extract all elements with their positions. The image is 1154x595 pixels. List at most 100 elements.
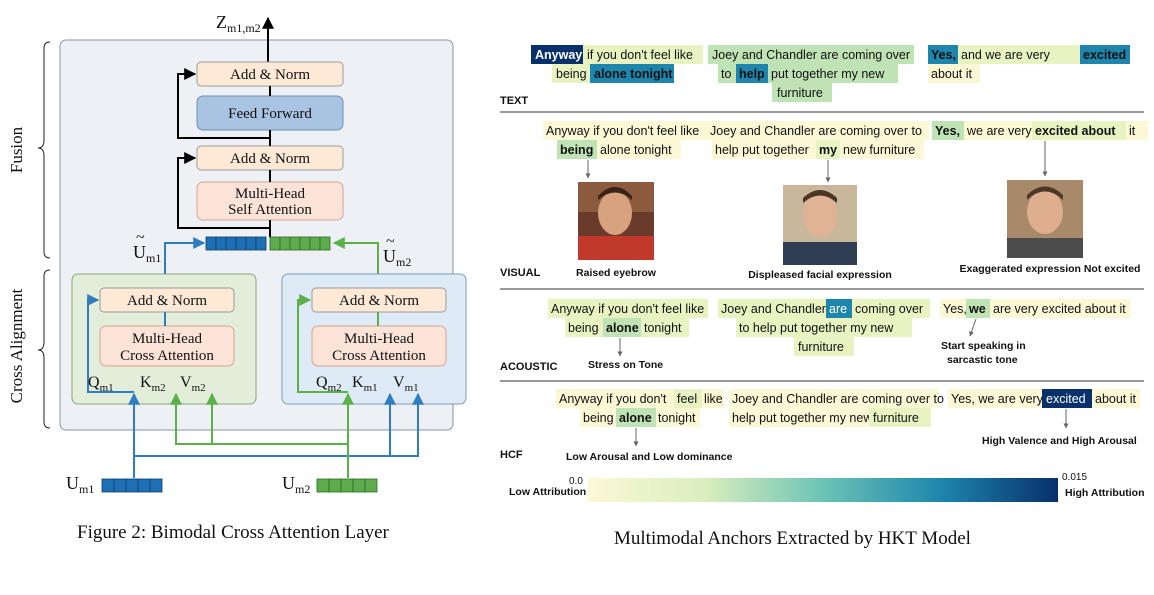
svg-text:are very excited about it: are very excited about it: [993, 302, 1126, 316]
svg-text:are: are: [829, 302, 847, 316]
right-to-concat-arrow: [332, 237, 379, 288]
svg-text:we: we: [968, 302, 986, 316]
svg-text:alone tonight: alone tonight: [600, 143, 672, 157]
svg-text:Anyway if you don't feel like: Anyway if you don't feel like: [546, 124, 699, 138]
concat-green-tokens: [269, 236, 331, 251]
left-residual: [87, 294, 134, 393]
svg-text:Anyway if you don't: Anyway if you don't: [559, 392, 667, 406]
svg-text:like: like: [704, 392, 723, 406]
concat-blue-tokens: [205, 236, 267, 251]
svg-text:help put together: help put together: [715, 143, 809, 157]
left-add-norm-label: Add & Norm: [127, 293, 207, 309]
svg-text:being: being: [583, 411, 614, 425]
u-tilde-m2-tilde: ~: [386, 233, 395, 250]
svg-text:to help put together my new: to help put together my new: [739, 321, 894, 335]
right-attn-line2: Cross Attention: [332, 348, 426, 364]
svg-text:Joey and Chandler are coming: Joey and Chandler are coming over to: [710, 124, 922, 138]
svg-text:it: it: [1129, 124, 1136, 138]
svg-text:help: help: [739, 67, 765, 81]
svg-text:alone tonight: alone tonight: [594, 67, 673, 81]
face-thumbnail-2: [783, 185, 857, 265]
tok-anyway: [531, 45, 583, 64]
visual-section: Anyway if you don't feel like being alon…: [500, 121, 1148, 290]
cross-alignment-label: Cross Alignment: [7, 288, 26, 403]
section-label-visual: VISUAL: [500, 267, 541, 279]
u-tilde-m1-label: Um1: [133, 242, 161, 265]
colorbar-max: 0.015: [1062, 472, 1087, 483]
u-tilde-m1-tilde: ~: [136, 229, 145, 246]
section-label-text: TEXT: [500, 95, 528, 107]
svg-text:excited: excited: [1083, 48, 1126, 62]
hcf-note-1: Low Arousal and Low dominance: [566, 451, 733, 463]
multimodal-anchors-figure: Anyway if you don't feel like being alon…: [500, 45, 1148, 502]
right-attn-line1: Multi-Head: [344, 331, 414, 347]
svg-text:Anyway if you don't feel like: Anyway if you don't feel like: [551, 302, 704, 316]
left-v-label: Vm2: [180, 374, 206, 394]
svg-text:put together my new: put together my new: [771, 67, 885, 81]
svg-text:Joey and Chandler are coming: Joey and Chandler are coming over: [712, 48, 910, 62]
input-m2-tokens: [316, 478, 378, 493]
m2-input-connections: [170, 392, 354, 478]
face-thumbnail-1: [578, 182, 654, 260]
u-tilde-m2-label: Um2: [383, 246, 411, 269]
colorbar-low-label: Low Attribution: [509, 486, 586, 498]
svg-text:Yes, we are very: Yes, we are very: [951, 392, 1044, 406]
left-to-concat-arrow: [164, 237, 206, 288]
visual-note-3: Exaggerated expression Not excited: [960, 263, 1141, 275]
right-v-label: Vm1: [393, 374, 419, 394]
svg-text:tonight: tonight: [644, 321, 682, 335]
left-k-label: Km2: [140, 374, 166, 394]
svg-text:coming over: coming over: [855, 302, 923, 316]
svg-text:about it: about it: [1095, 392, 1137, 406]
svg-text:being: being: [556, 67, 587, 81]
svg-text:being: being: [568, 321, 599, 335]
top-add-norm-label: Add & Norm: [230, 67, 310, 83]
svg-text:and we are very: and we are very: [961, 48, 1051, 62]
acoustic-section: Anyway if you don't feel like being alon…: [500, 299, 1144, 382]
svg-text:help put together my new: help put together my new: [732, 411, 873, 425]
svg-text:Yes,: Yes,: [943, 302, 967, 316]
svg-text:if you don't feel like: if you don't feel like: [587, 48, 693, 62]
left-figure-caption: Figure 2: Bimodal Cross Attention Layer: [77, 522, 389, 543]
cross-attention-architecture: Fusion Cross Alignment Zm1,m2 Add & Norm…: [7, 12, 467, 496]
right-figure-caption: Multimodal Anchors Extracted by HKT Mode…: [614, 528, 971, 549]
svg-text:furniture: furniture: [798, 340, 844, 354]
svg-text:my: my: [819, 143, 837, 157]
svg-text:excited about: excited about: [1035, 124, 1116, 138]
text-section: Anyway if you don't feel like being alon…: [500, 45, 1144, 113]
acoustic-note-2b: sarcastic tone: [947, 354, 1018, 366]
left-attn-line2: Cross Attention: [120, 348, 214, 364]
svg-text:Yes,: Yes,: [935, 124, 960, 138]
svg-text:furniture: furniture: [777, 86, 823, 100]
acoustic-note-1: Stress on Tone: [588, 359, 663, 371]
left-add-norm-box: [99, 287, 235, 313]
cross-alignment-brace: [37, 269, 51, 429]
acoustic-note-2a: Start speaking in: [941, 340, 1026, 352]
face-thumbnail-3: [1007, 180, 1083, 258]
attribution-colorbar: 0.0 0.015 Low Attribution High Attributi…: [509, 472, 1145, 502]
right-k-label: Km1: [352, 374, 378, 394]
svg-text:about it: about it: [931, 67, 973, 81]
right-add-norm-label: Add & Norm: [339, 293, 419, 309]
input-m2-label: Um2: [282, 473, 310, 496]
svg-text:tonight: tonight: [658, 411, 696, 425]
left-attn-line1: Multi-Head: [132, 331, 202, 347]
self-attention-line1: Multi-Head: [235, 186, 305, 202]
input-m1-tokens: [101, 478, 163, 493]
residual-ff: [177, 68, 270, 139]
svg-text:being: being: [560, 143, 593, 157]
section-label-acoustic: ACOUSTIC: [500, 361, 558, 373]
colorbar-high-label: High Attribution: [1065, 487, 1145, 499]
svg-text:alone: alone: [619, 411, 652, 425]
svg-text:furniture: furniture: [873, 411, 919, 425]
colorbar-gradient: [588, 478, 1058, 502]
fusion-label: Fusion: [7, 126, 26, 173]
svg-text:new furniture: new furniture: [843, 143, 915, 157]
svg-text:excited: excited: [1046, 392, 1086, 406]
residual-sa: [177, 152, 270, 229]
svg-text:alone: alone: [606, 321, 639, 335]
svg-text:Anyway: Anyway: [535, 48, 582, 62]
svg-text:to: to: [721, 67, 731, 81]
right-q-label: Qm2: [316, 374, 342, 394]
